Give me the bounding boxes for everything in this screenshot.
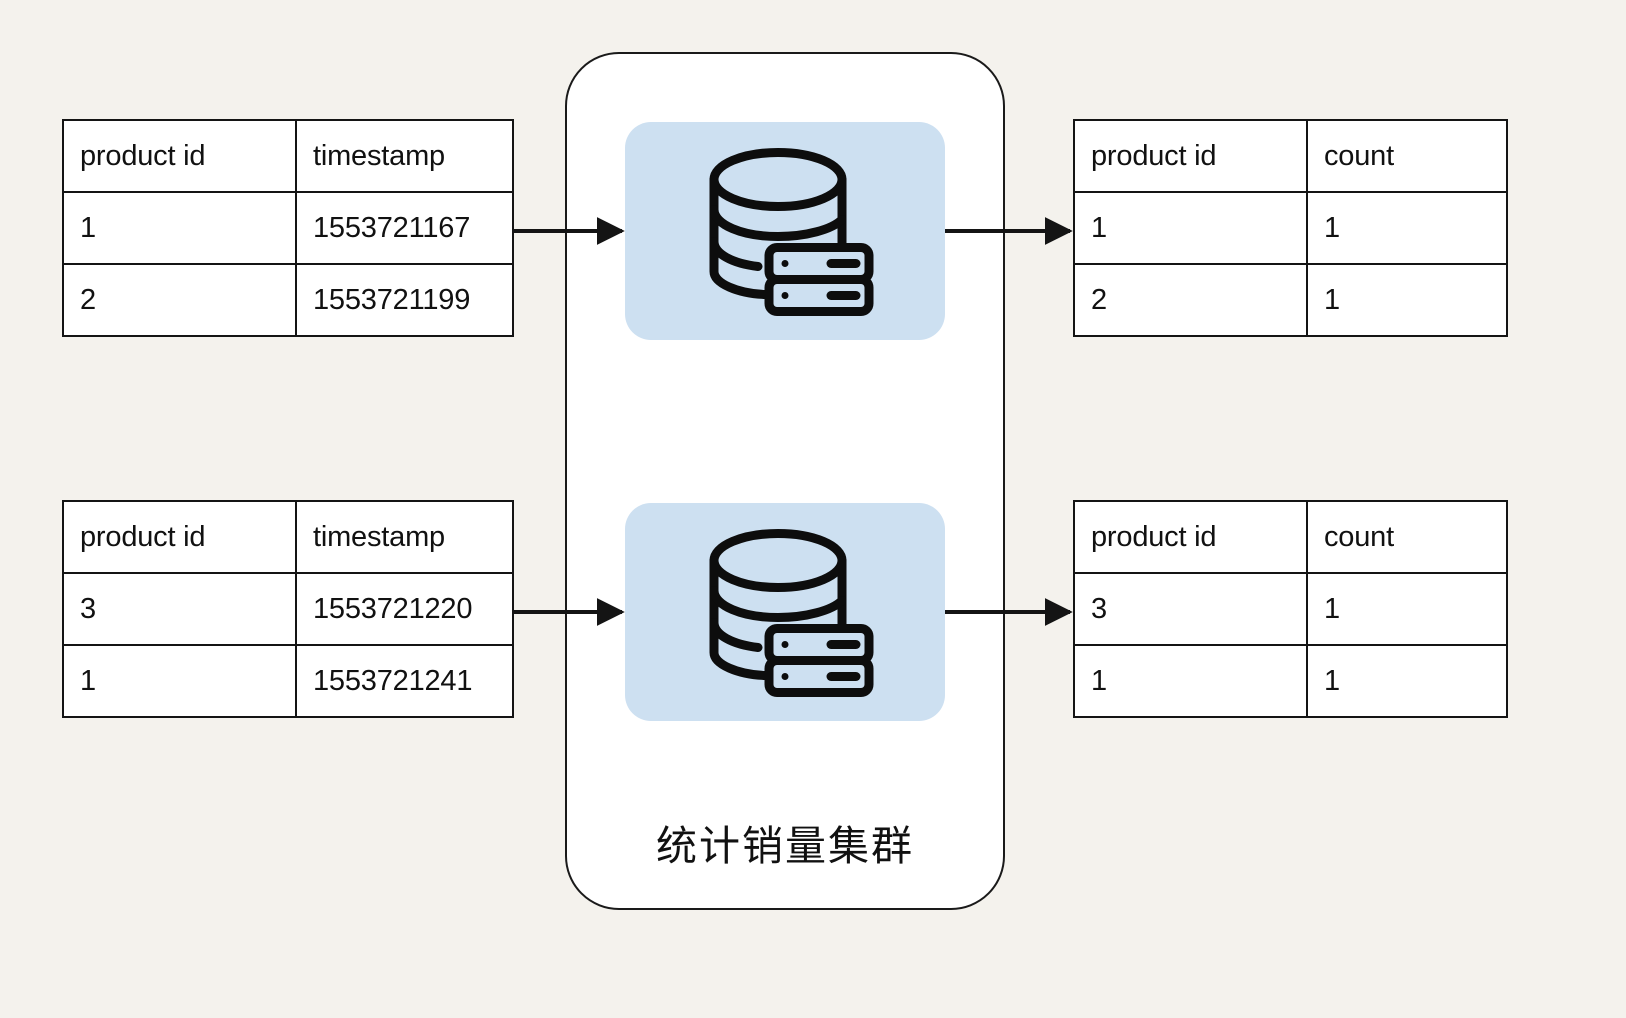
cell-timestamp: 1553721199	[295, 263, 514, 337]
cell-count: 1	[1306, 263, 1508, 337]
table-header-row: product id count	[1073, 500, 1508, 574]
cell-product-id: 1	[1073, 644, 1308, 718]
table-row: 1 1553721167	[62, 191, 514, 265]
input-table-bottom: product id timestamp 3 1553721220 1 1553…	[62, 500, 514, 718]
cell-product-id: 2	[1073, 263, 1308, 337]
table-row: 1 1	[1073, 191, 1508, 265]
column-header-timestamp: timestamp	[295, 119, 514, 193]
cell-product-id: 1	[62, 644, 297, 718]
cell-timestamp: 1553721220	[295, 572, 514, 646]
column-header-product-id: product id	[1073, 119, 1308, 193]
column-header-count: count	[1306, 119, 1508, 193]
output-table-bottom: product id count 3 1 1 1	[1073, 500, 1508, 718]
table-row: 2 1553721199	[62, 263, 514, 337]
cell-count: 1	[1306, 644, 1508, 718]
table-row: 1 1553721241	[62, 644, 514, 718]
table-row: 3 1	[1073, 572, 1508, 646]
cell-product-id: 3	[1073, 572, 1308, 646]
table-header-row: product id timestamp	[62, 500, 514, 574]
table-row: 1 1	[1073, 644, 1508, 718]
table-row: 2 1	[1073, 263, 1508, 337]
column-header-count: count	[1306, 500, 1508, 574]
input-table-top: product id timestamp 1 1553721167 2 1553…	[62, 119, 514, 337]
cell-timestamp: 1553721167	[295, 191, 514, 265]
table-header-row: product id count	[1073, 119, 1508, 193]
cluster-node-1[interactable]	[625, 122, 945, 340]
cluster-label: 统计销量集群	[656, 822, 914, 870]
cell-count: 1	[1306, 572, 1508, 646]
table-header-row: product id timestamp	[62, 119, 514, 193]
column-header-timestamp: timestamp	[295, 500, 514, 574]
column-header-product-id: product id	[62, 119, 297, 193]
column-header-product-id: product id	[1073, 500, 1308, 574]
cell-product-id: 2	[62, 263, 297, 337]
cell-product-id: 1	[1073, 191, 1308, 265]
cell-timestamp: 1553721241	[295, 644, 514, 718]
cell-count: 1	[1306, 191, 1508, 265]
column-header-product-id: product id	[62, 500, 297, 574]
table-row: 3 1553721220	[62, 572, 514, 646]
cell-product-id: 3	[62, 572, 297, 646]
cell-product-id: 1	[62, 191, 297, 265]
output-table-top: product id count 1 1 2 1	[1073, 119, 1508, 337]
cluster-node-2[interactable]	[625, 503, 945, 721]
